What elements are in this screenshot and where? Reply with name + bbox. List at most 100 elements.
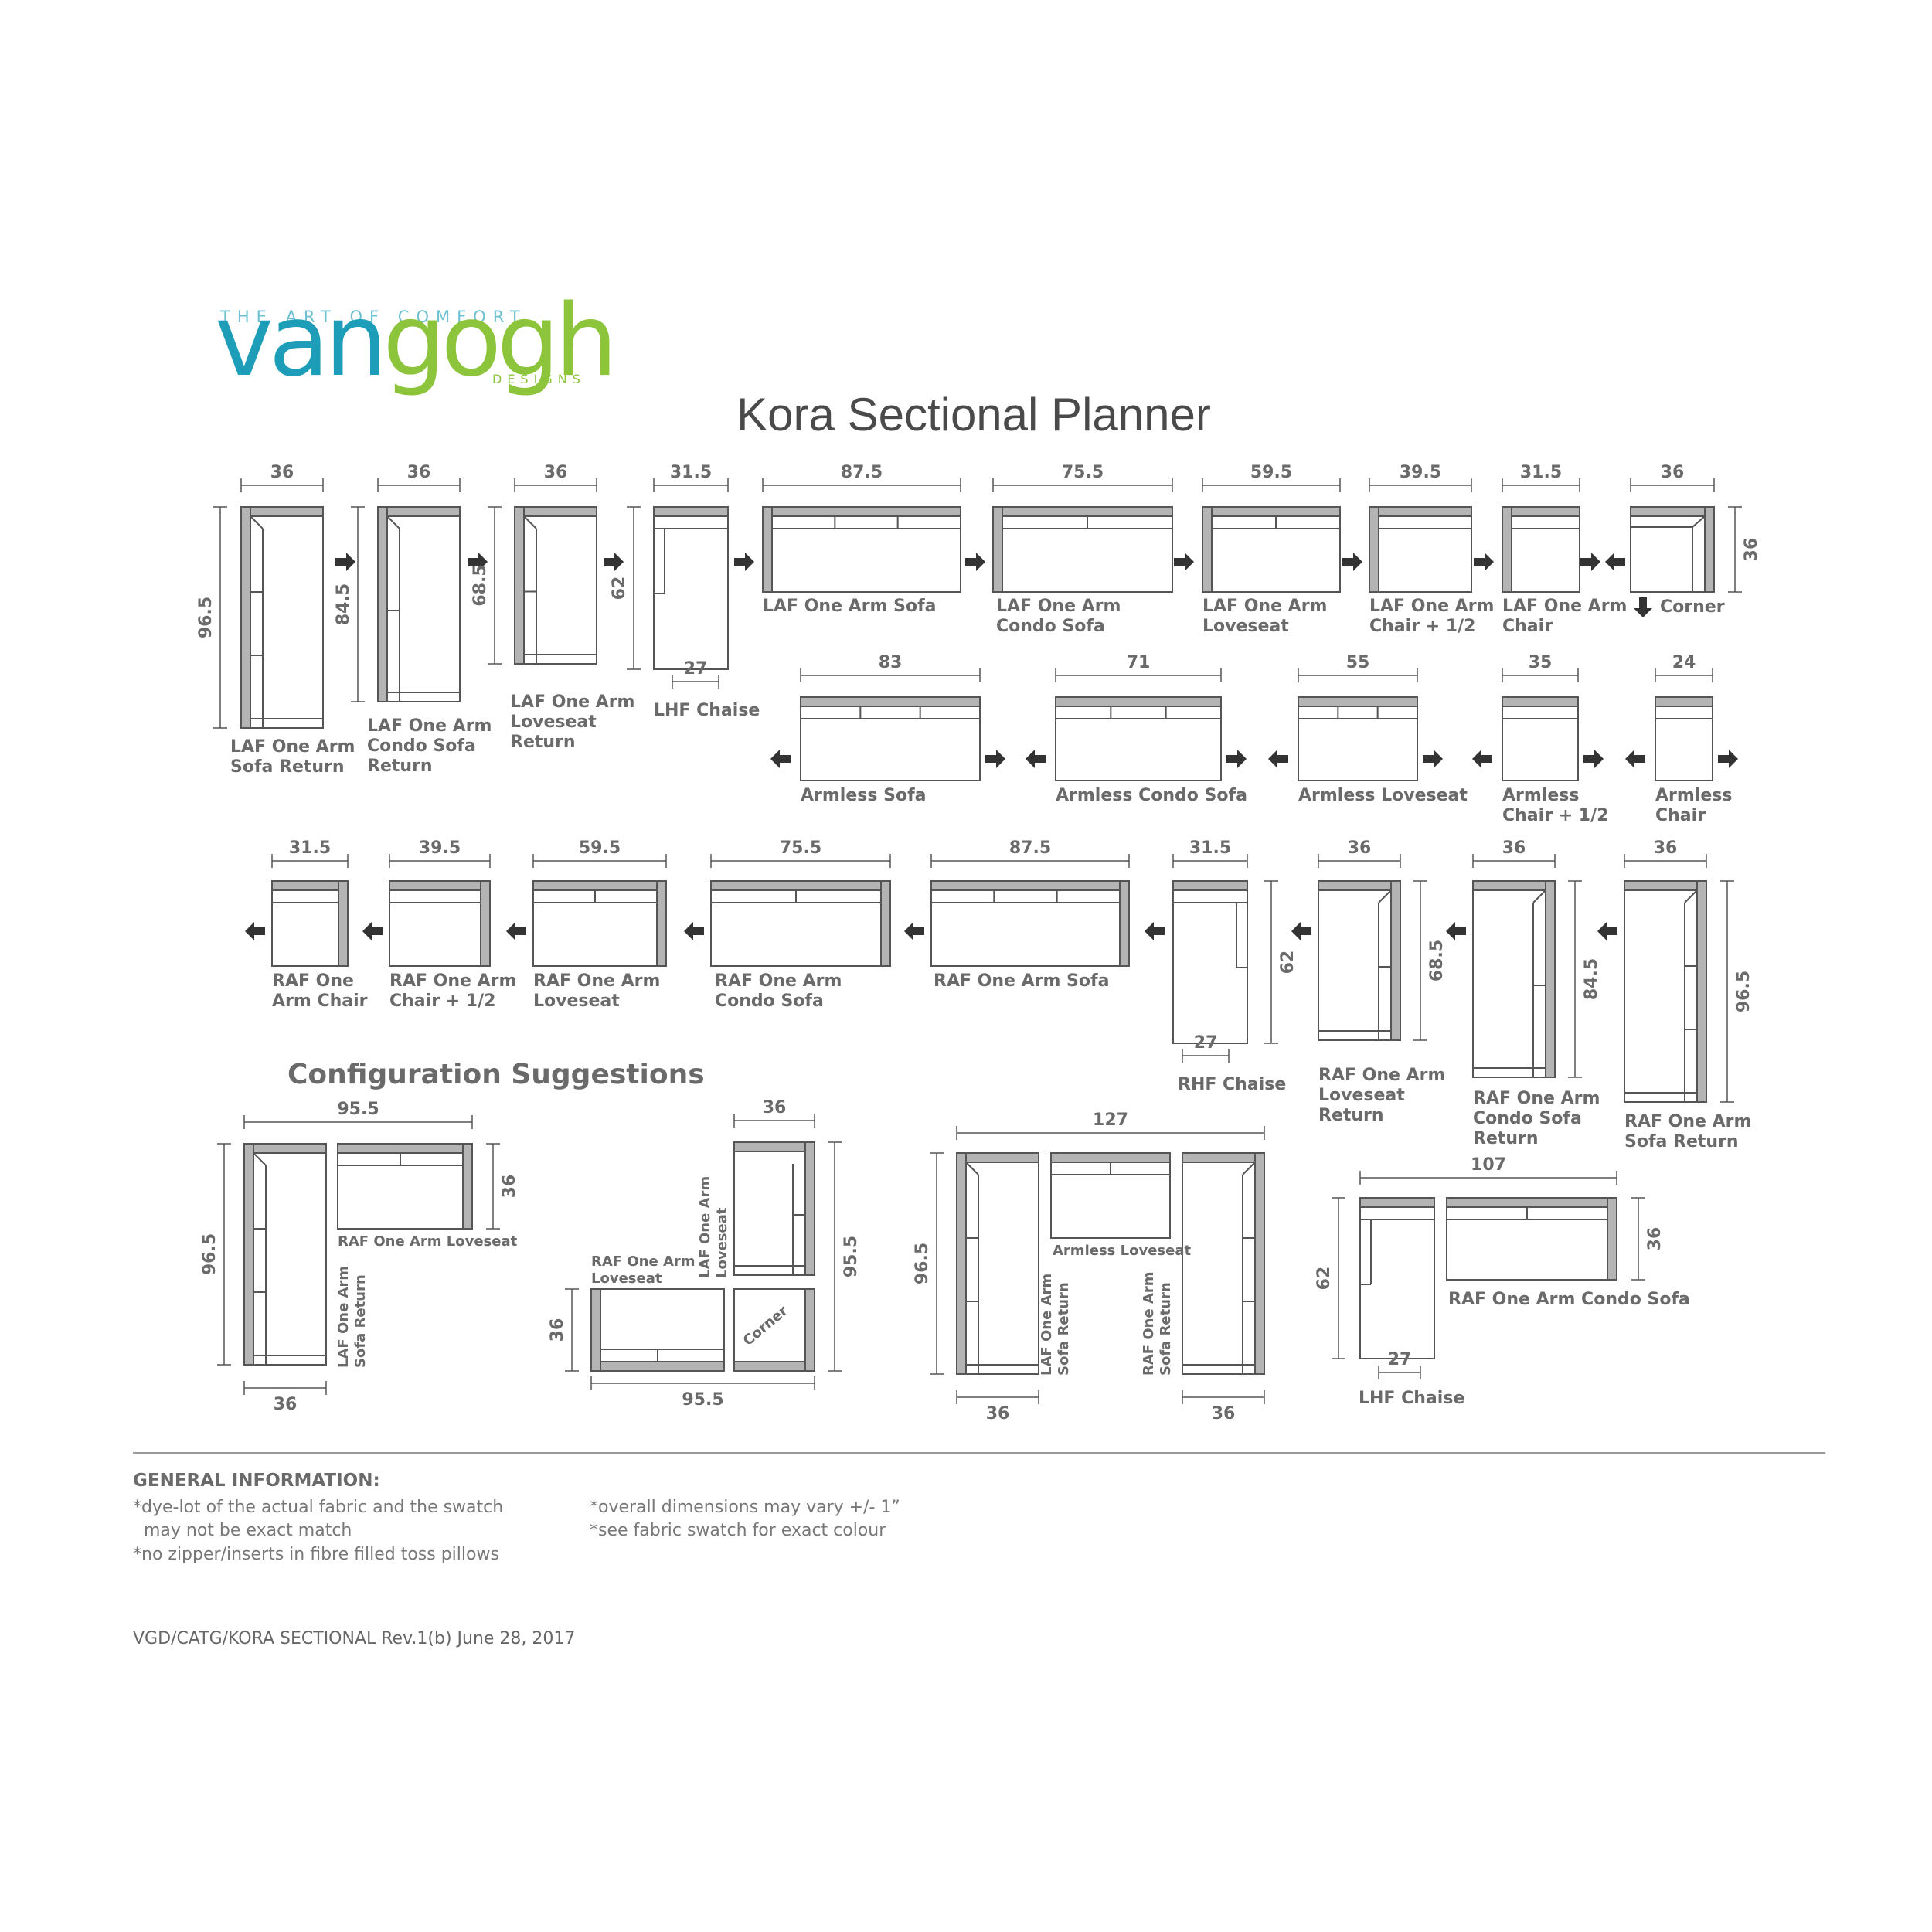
- dimension-label: 87.5: [1009, 838, 1051, 858]
- label-text: RAF One Arm Loveseat: [338, 1233, 518, 1250]
- seat-line: [253, 1152, 267, 1166]
- frame: [389, 880, 491, 967]
- frame: [956, 1152, 1039, 1375]
- page-title: Kora Sectional Planner: [736, 389, 1211, 440]
- label-text: Condo Sofa: [367, 736, 476, 756]
- back-cushion: [710, 880, 891, 891]
- frame: [514, 506, 597, 665]
- seat-line: [250, 515, 264, 529]
- back-cushion: [243, 1143, 254, 1366]
- label-text: Return: [510, 733, 576, 752]
- back-cushion: [389, 880, 491, 891]
- dimension-label: 24: [1672, 653, 1696, 672]
- dimension-label: 36: [763, 1098, 787, 1117]
- seat-line: [1242, 1162, 1256, 1175]
- arrow-icon: [1474, 553, 1494, 571]
- label-text: RHF Chaise: [1178, 1075, 1286, 1094]
- configuration-heading: Configuration Suggestions: [287, 1059, 705, 1090]
- label-text: Sofa Return: [352, 1274, 369, 1368]
- label-text: LAF One Arm: [510, 692, 634, 712]
- label-text: RAF One Arm: [1318, 1066, 1445, 1085]
- arrow-icon: [1342, 553, 1362, 571]
- label-text: Return: [1318, 1106, 1384, 1125]
- arrow-icon: [1580, 553, 1600, 571]
- label-text: Armless Condo Sofa: [1056, 786, 1247, 805]
- label-text: Condo Sofa: [715, 992, 824, 1011]
- label-text: RAF One Arm Sofa: [934, 971, 1109, 991]
- dimension-label: 31.5: [1520, 463, 1562, 482]
- armrest: [377, 506, 461, 517]
- arrow-icon: [1446, 922, 1466, 940]
- dimension-label: 31.5: [670, 463, 712, 482]
- arrow-icon: [1634, 597, 1652, 617]
- label-text: Return: [1473, 1129, 1539, 1148]
- label-text: RAF One: [272, 971, 354, 991]
- back-cushion: [1446, 1197, 1617, 1208]
- back-cushion: [1502, 506, 1580, 517]
- armrest: [880, 880, 891, 967]
- label-text: RAF One Arm: [1624, 1112, 1751, 1131]
- dimension-label: 84.5: [334, 583, 353, 625]
- dimension-label: 39.5: [1400, 463, 1441, 482]
- label-text: Loveseat: [591, 1270, 662, 1287]
- dimension-label: 36: [407, 463, 431, 482]
- back-cushion: [1172, 880, 1248, 891]
- back-cushion: [956, 1152, 967, 1375]
- label-text: LAF One Arm: [1039, 1274, 1055, 1376]
- label-text: Loveseat: [1318, 1086, 1405, 1105]
- back-cushion: [1202, 506, 1341, 517]
- arrow-icon: [362, 922, 383, 940]
- frame: [1318, 880, 1401, 1041]
- armrest: [514, 506, 597, 517]
- frame: [710, 880, 891, 967]
- label-text: LAF One Arm: [335, 1266, 352, 1368]
- arrow-icon: [1291, 922, 1311, 940]
- armrest: [733, 1141, 815, 1152]
- back-cushion: [653, 506, 729, 517]
- armrest: [762, 506, 773, 593]
- armrest: [338, 880, 349, 967]
- arrow-icon: [1026, 750, 1046, 768]
- frame: [1502, 696, 1579, 781]
- frame: [1446, 1197, 1617, 1281]
- label-text: LAF One Arm: [1369, 597, 1494, 616]
- armrest: [1502, 506, 1512, 593]
- frame: [1182, 1152, 1265, 1375]
- armrest: [992, 506, 1003, 593]
- dimension-label: 36: [986, 1404, 1010, 1423]
- arrow-icon: [904, 922, 924, 940]
- frame: [1472, 880, 1556, 1078]
- armrest: [240, 506, 324, 517]
- armrest: [590, 1288, 601, 1372]
- brand-logo-van: van: [215, 284, 387, 399]
- label-text: Arm Chair: [272, 992, 368, 1011]
- arrow-icon: [1268, 750, 1288, 768]
- frame: [733, 1141, 815, 1276]
- label-text: Chair: [1655, 806, 1706, 825]
- label-text: Armless Loveseat: [1053, 1243, 1191, 1259]
- label-text: Chair + 1/2: [389, 992, 495, 1011]
- back-cushion: [240, 506, 251, 729]
- dimension-label: 59.5: [579, 838, 621, 858]
- armrest: [956, 1152, 1039, 1163]
- arrow-icon: [985, 750, 1005, 768]
- frame: [377, 506, 461, 702]
- arrow-icon: [1174, 553, 1194, 571]
- seat-line: [1378, 889, 1392, 903]
- frame: [1624, 880, 1707, 1103]
- label-text: LAF One Arm: [367, 716, 492, 736]
- label-text: LAF One Arm: [996, 597, 1121, 616]
- frame: [1202, 506, 1341, 593]
- frame: [1298, 696, 1418, 781]
- arrow-icon: [770, 750, 791, 768]
- frame: [1502, 506, 1580, 593]
- dimension-label: 75.5: [1062, 463, 1104, 482]
- back-cushion: [992, 506, 1173, 517]
- dimension-label: 27: [1194, 1033, 1218, 1053]
- arrow-icon: [1145, 922, 1165, 940]
- arrow-icon: [1625, 750, 1645, 768]
- label-text: Chair: [1502, 617, 1553, 636]
- dimension-label: 95.5: [842, 1236, 861, 1277]
